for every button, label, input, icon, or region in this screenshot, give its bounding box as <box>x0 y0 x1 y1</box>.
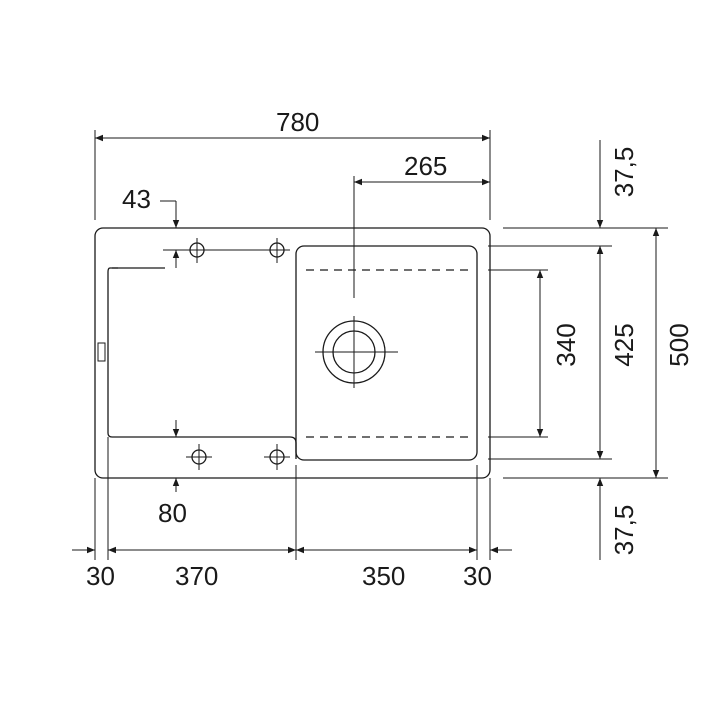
label-left-rim: 30 <box>86 561 115 591</box>
dim-bottom-margin: 37,5 <box>596 440 639 560</box>
label-bowl-width: 350 <box>362 561 405 591</box>
label-overall-width: 780 <box>276 107 319 137</box>
tap-hole-top-right <box>264 238 290 263</box>
dim-top-margin: 37,5 <box>596 140 639 262</box>
dim-tap-hole-offset: 43 <box>122 184 180 268</box>
dim-right-rim: 30 <box>463 546 512 591</box>
label-top-margin: 37,5 <box>609 147 639 198</box>
label-tap-hole-offset: 43 <box>122 184 151 214</box>
dim-inner-depth: 425 <box>596 246 639 459</box>
label-drain-offset: 265 <box>404 151 447 181</box>
bottom-extension-lines <box>94 437 491 560</box>
label-overall-depth: 500 <box>664 323 694 366</box>
dim-left-rim: 30 <box>72 546 115 591</box>
tap-hole-bottom-right <box>264 444 290 470</box>
label-bottom-margin: 37,5 <box>609 505 639 556</box>
dim-drainer-hole-offset: 80 <box>158 420 187 528</box>
label-right-rim: 30 <box>463 561 492 591</box>
right-extension-lines <box>488 227 668 479</box>
dim-drainer-width: 370 <box>108 546 296 591</box>
dim-bowl-depth: 340 <box>536 270 581 437</box>
label-inner-depth: 425 <box>609 323 639 366</box>
bowl-inner-lines <box>306 269 470 438</box>
sink-outline <box>94 227 491 479</box>
dim-drain-offset: 265 <box>353 151 490 298</box>
dim-bowl-width: 350 <box>296 546 477 591</box>
label-bowl-depth: 340 <box>551 323 581 366</box>
label-drainer-width: 370 <box>175 561 218 591</box>
tap-hole-bottom-left <box>186 444 212 470</box>
drain-waste <box>315 316 398 388</box>
overflow-slot <box>97 342 106 362</box>
label-drainer-hole-offset: 80 <box>158 498 187 528</box>
dim-overall-depth: 500 <box>652 228 694 478</box>
dim-overall-width: 780 <box>94 107 491 220</box>
